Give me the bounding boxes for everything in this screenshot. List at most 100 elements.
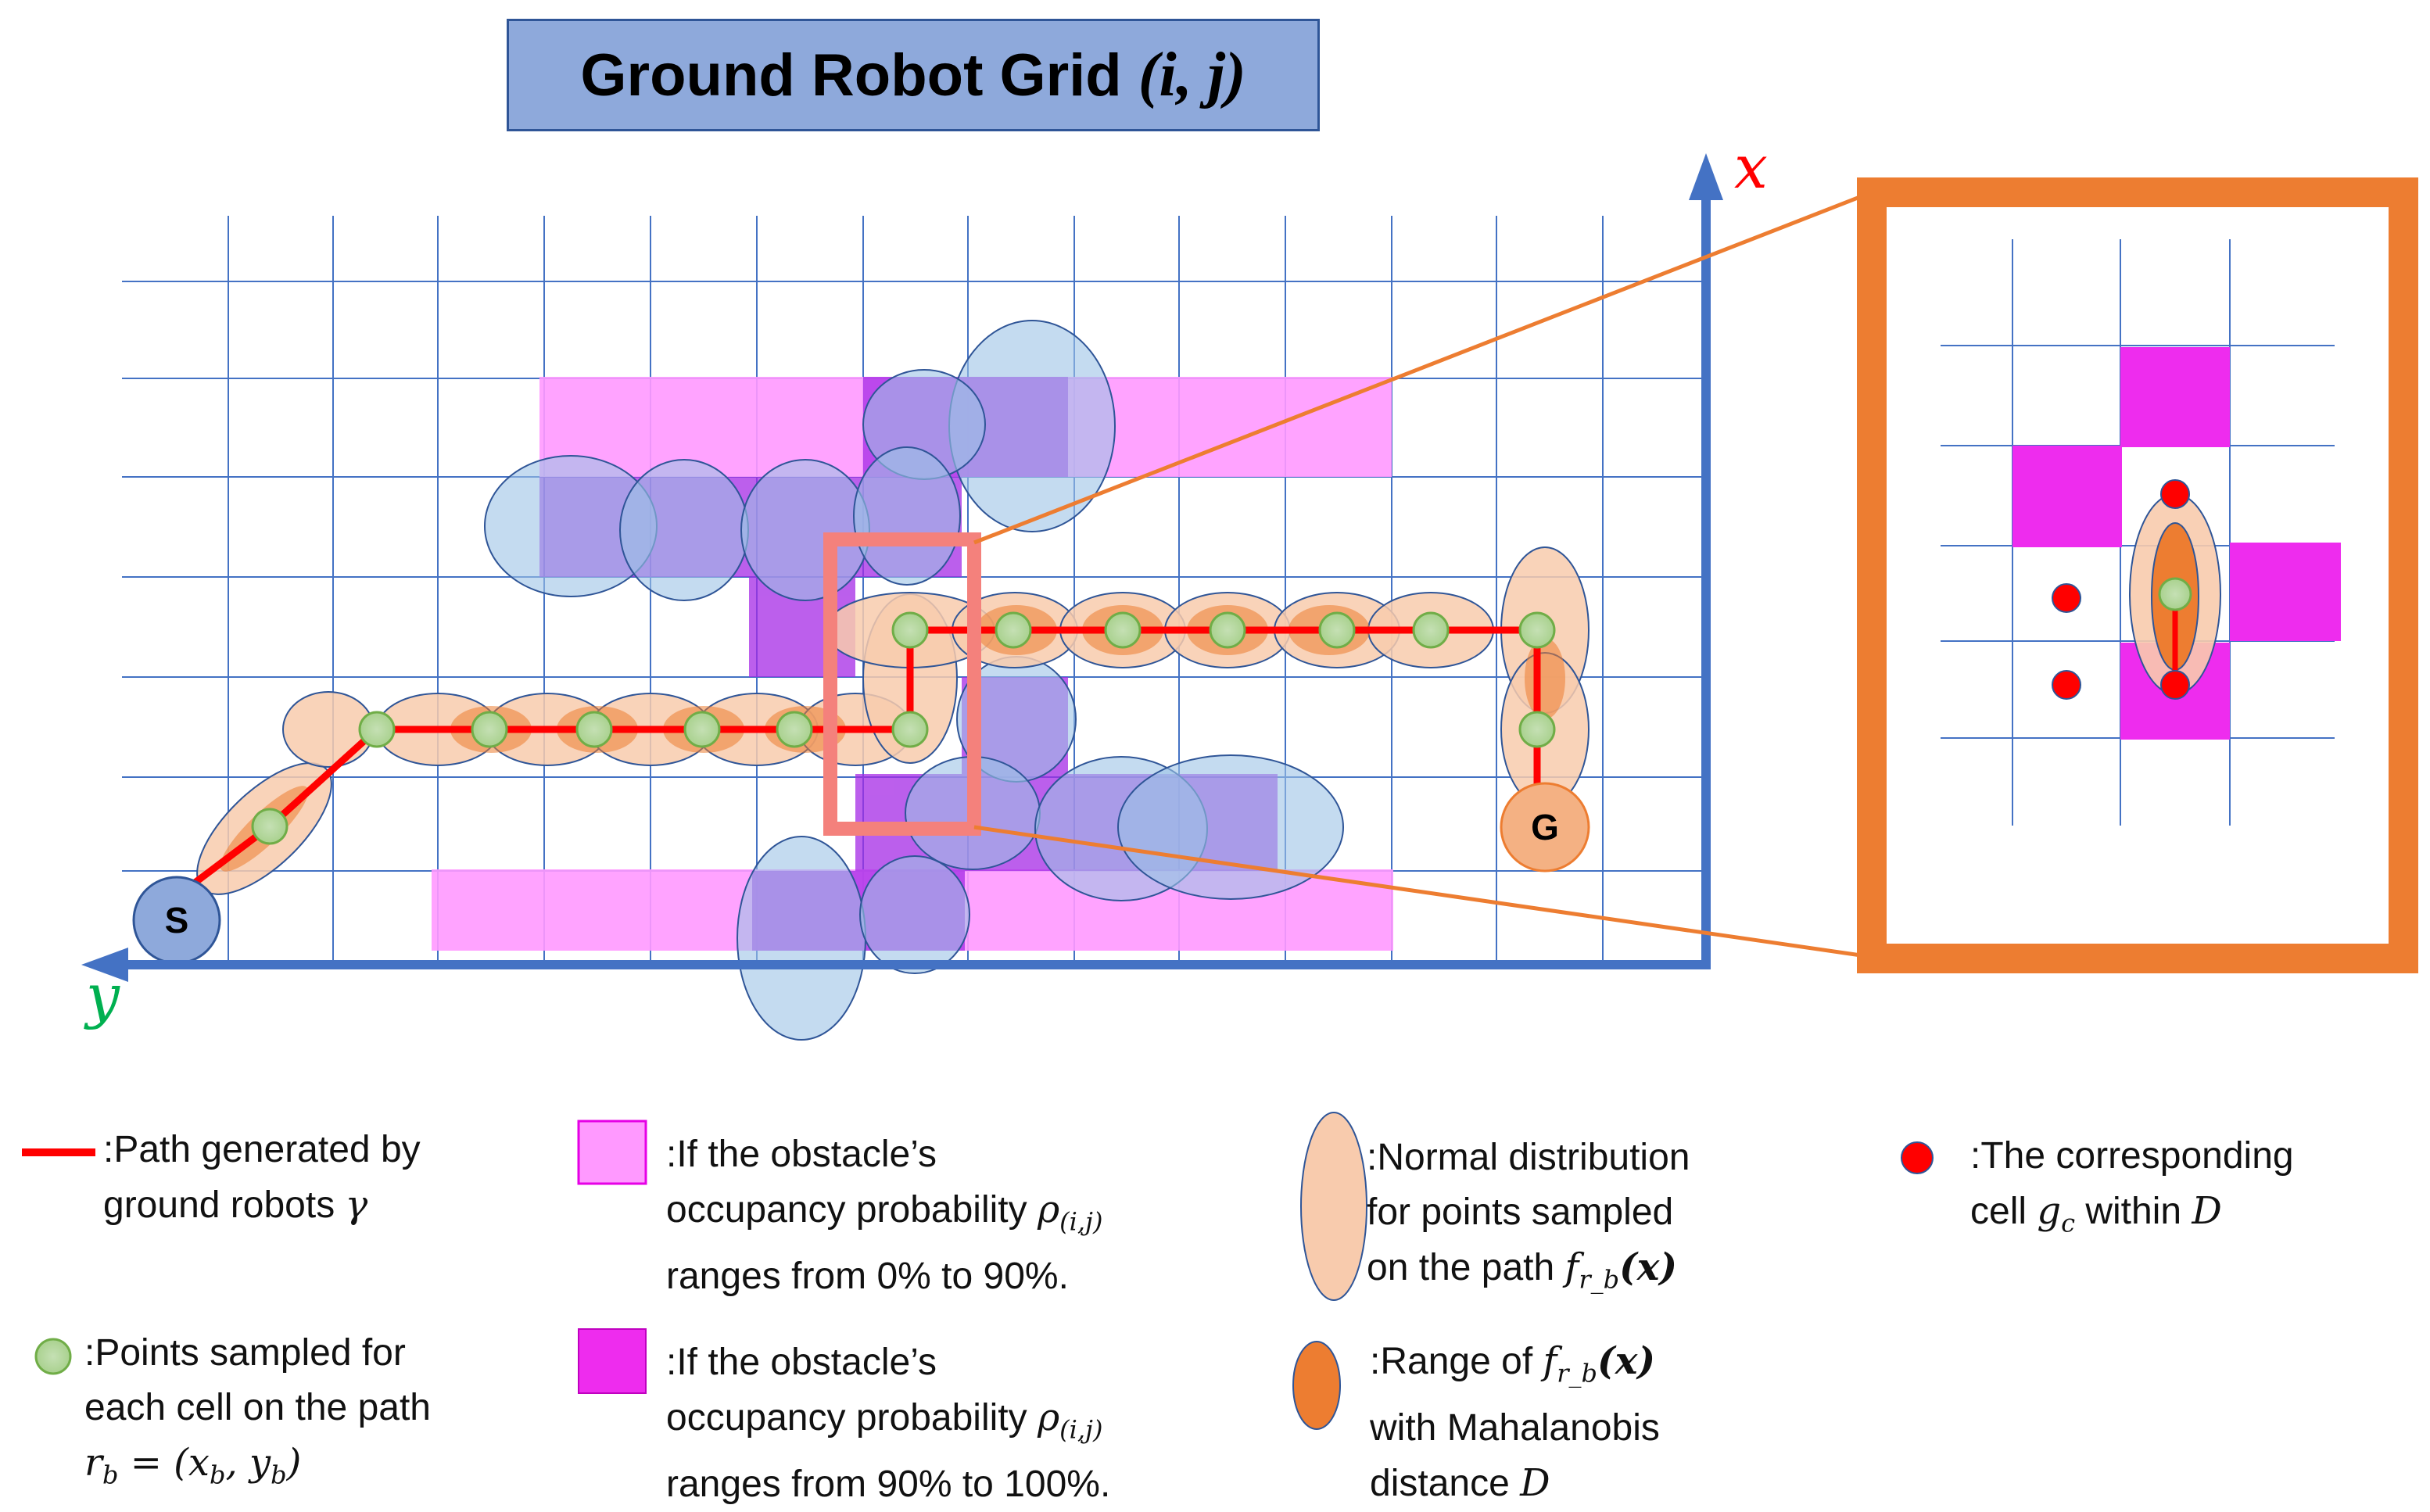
legend-points-equation: rb = (xb, yb) bbox=[84, 1435, 431, 1503]
eq-y-sub: b bbox=[271, 1460, 287, 1490]
legend-normal-line1: :Normal distribution bbox=[1367, 1137, 1690, 1178]
legend-points-text: :Points sampled for each cell on the pat… bbox=[84, 1326, 431, 1503]
zoom-obstacle bbox=[2230, 543, 2341, 641]
obstacle-ellipse bbox=[619, 459, 749, 601]
cell-dot bbox=[2052, 670, 2081, 700]
legend-path-text: :Path generated by ground robots γ bbox=[103, 1123, 421, 1233]
legend-range-line3: distance D bbox=[1370, 1456, 1660, 1511]
eq-mid: = (x bbox=[118, 1441, 210, 1485]
legend-range-D: D bbox=[1520, 1460, 1550, 1505]
eq-r-sub: b bbox=[102, 1460, 119, 1490]
legend-cell-text: :The corresponding cell gc within D bbox=[1970, 1129, 2294, 1251]
y-axis-arrow bbox=[81, 948, 128, 982]
legend-low-line1: :If the obstacle’s bbox=[666, 1134, 937, 1175]
zoom-obstacle bbox=[2012, 446, 2122, 547]
title-box: Ground Robot Grid (i, j) bbox=[507, 19, 1320, 131]
sampled-point bbox=[1412, 611, 1450, 649]
legend-low-prob-icon bbox=[577, 1120, 647, 1185]
sampled-point bbox=[251, 808, 289, 845]
legend-cell-line2: cell gc within D bbox=[1970, 1184, 2294, 1251]
cell-dot bbox=[2052, 583, 2081, 613]
start-label: S bbox=[165, 900, 189, 941]
sampled-point bbox=[1518, 711, 1556, 748]
obstacle-ellipse bbox=[740, 459, 870, 601]
legend-high-line2: occupancy probability ρ(i,j) bbox=[666, 1390, 1110, 1457]
legend-path-symbol: γ bbox=[345, 1183, 368, 1227]
legend-low-rho-sub: (i,j) bbox=[1059, 1206, 1103, 1237]
goal-label: G bbox=[1531, 807, 1559, 847]
obstacle-ellipse bbox=[859, 855, 970, 974]
legend-cell-line2-text: cell bbox=[1970, 1191, 2038, 1232]
legend-cell-icon bbox=[1901, 1141, 1934, 1174]
legend-normal-line3-text: on the path bbox=[1367, 1247, 1565, 1288]
title-main: Ground Robot Grid bbox=[580, 41, 1138, 109]
legend-normal-fx: (x) bbox=[1619, 1245, 1678, 1289]
sampled-point bbox=[1518, 611, 1556, 649]
sampled-point bbox=[891, 611, 929, 649]
zoom-panel bbox=[1857, 177, 2418, 973]
zoom-cell-dots bbox=[2052, 479, 2190, 700]
axes: x y bbox=[81, 132, 1768, 1030]
legend-normal-f-sub: r_b bbox=[1579, 1264, 1620, 1295]
legend-cell-line1: :The corresponding bbox=[1970, 1135, 2294, 1177]
cell-dot bbox=[2160, 670, 2190, 700]
legend-low-line2-text: occupancy probability bbox=[666, 1189, 1038, 1231]
goal-circle bbox=[1500, 782, 1590, 872]
zoom-connector-bottom bbox=[973, 825, 1873, 959]
sampled-point bbox=[471, 711, 508, 748]
legend-range-text: :Range of fr_b(x) with Mahalanobis dista… bbox=[1370, 1334, 1660, 1511]
zoom-obstacle bbox=[2120, 347, 2230, 447]
legend-high-prob-icon bbox=[578, 1328, 647, 1394]
legend-low-line3: ranges from 0% to 90%. bbox=[666, 1255, 1069, 1297]
legend-points-line2: each cell on the path bbox=[84, 1387, 431, 1428]
legend-normal-line2: for points sampled bbox=[1367, 1191, 1674, 1233]
page-title: Ground Robot Grid (i, j) bbox=[580, 40, 1245, 111]
x-axis-arrow bbox=[1689, 153, 1723, 200]
legend-high-line3: ranges from 90% to 100%. bbox=[666, 1463, 1111, 1505]
legend-range-line3-text: distance bbox=[1370, 1462, 1521, 1504]
legend-cell-g: g bbox=[2037, 1189, 2062, 1233]
goal-marker: G bbox=[1500, 782, 1590, 872]
legend-high-prob-text: :If the obstacle’s occupancy probability… bbox=[666, 1335, 1110, 1512]
sampled-point bbox=[1318, 611, 1356, 649]
eq-x-sub: b bbox=[209, 1460, 226, 1490]
legend-point-icon bbox=[34, 1338, 72, 1375]
legend-range-line1-text: :Range of bbox=[1370, 1341, 1543, 1382]
sampled-point bbox=[776, 711, 813, 748]
legend-cell-g-sub: c bbox=[2061, 1208, 2076, 1238]
legend-high-rho: ρ bbox=[1037, 1396, 1060, 1439]
zoom-sampled-point bbox=[2158, 577, 2192, 611]
eq-r: r bbox=[84, 1441, 102, 1485]
sampled-points bbox=[251, 611, 1556, 845]
sampled-point bbox=[1104, 611, 1142, 649]
legend-range-f: f bbox=[1543, 1339, 1557, 1383]
legend-low-prob-text: :If the obstacle’s occupancy probability… bbox=[666, 1127, 1102, 1304]
sampled-point bbox=[575, 711, 613, 748]
eq-end: ) bbox=[286, 1441, 302, 1485]
legend-range-f-sub: r_b bbox=[1557, 1358, 1598, 1388]
legend-range-icon bbox=[1292, 1341, 1341, 1430]
legend-low-line2: occupancy probability ρ(i,j) bbox=[666, 1182, 1102, 1249]
legend-normal-f: f bbox=[1564, 1245, 1579, 1289]
legend-range-line1: :Range of fr_b(x) bbox=[1370, 1334, 1660, 1401]
legend-range-line2: with Mahalanobis bbox=[1370, 1406, 1660, 1449]
start-marker: S bbox=[132, 876, 221, 965]
legend-cell-D: D bbox=[2192, 1189, 2222, 1233]
sampled-point bbox=[358, 711, 396, 748]
obstacle-ellipse bbox=[1117, 754, 1344, 900]
zoom-connector-top bbox=[973, 190, 1873, 545]
mahalanobis-range bbox=[1525, 638, 1565, 719]
y-axis-label: y bbox=[84, 961, 120, 1030]
sampled-point bbox=[683, 711, 721, 748]
x-axis-label: x bbox=[1734, 132, 1768, 202]
legend-normal-text: :Normal distribution for points sampled … bbox=[1367, 1130, 1690, 1307]
eq-comma: , y bbox=[225, 1441, 271, 1485]
sampled-point bbox=[891, 711, 929, 748]
legend-icons bbox=[22, 1112, 1934, 1430]
legend-high-line1: :If the obstacle’s bbox=[666, 1342, 937, 1383]
legend-path-line2-text: ground robots bbox=[103, 1184, 346, 1226]
obstacle-ellipse bbox=[853, 446, 961, 586]
cell-dot bbox=[2160, 479, 2190, 509]
legend-normal-line3: on the path fr_b(x) bbox=[1367, 1240, 1690, 1307]
